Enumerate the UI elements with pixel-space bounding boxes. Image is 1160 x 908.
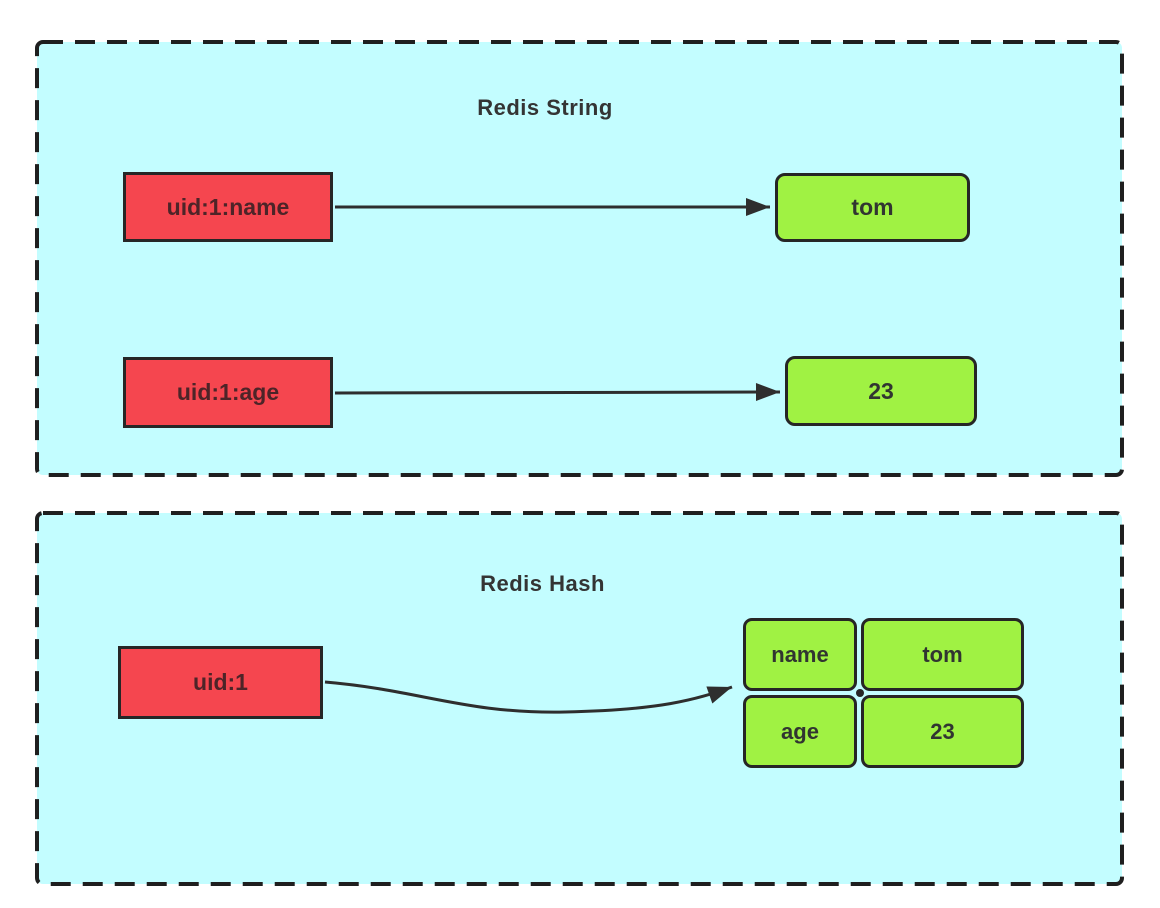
key-box-uid-1: uid:1 bbox=[118, 646, 323, 719]
hash-cell-value-23: 23 bbox=[861, 695, 1024, 768]
key-box-uid-1-name: uid:1:name bbox=[123, 172, 333, 242]
hash-cell-field-name: name bbox=[743, 618, 857, 691]
key-box-uid-1-age: uid:1:age bbox=[123, 357, 333, 428]
hash-cell-field-age: age bbox=[743, 695, 857, 768]
panel-title-redis-string: Redis String bbox=[477, 95, 613, 120]
value-box-23: 23 bbox=[785, 356, 977, 426]
arrow-uid1-to-hash bbox=[324, 680, 733, 714]
panel-title-redis-hash: Redis Hash bbox=[480, 571, 605, 596]
value-box-tom: tom bbox=[775, 173, 970, 242]
hash-grid-junction-dot bbox=[856, 689, 864, 697]
hash-cell-value-tom: tom bbox=[861, 618, 1024, 691]
redis-hash-panel bbox=[35, 511, 1124, 886]
arrow-uid1age-to-23 bbox=[334, 383, 781, 402]
